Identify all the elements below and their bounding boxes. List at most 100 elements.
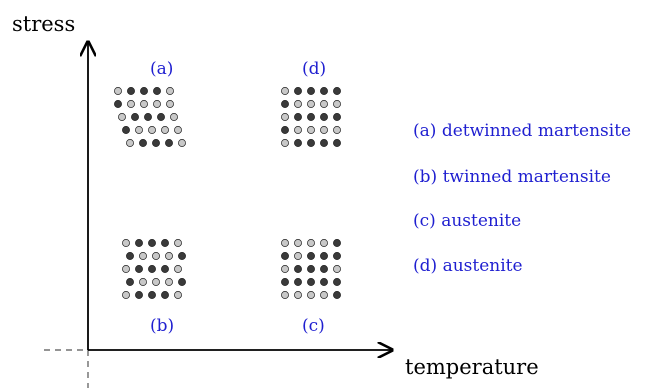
legend-text: twinned martensite (442, 167, 611, 187)
atom-dark (157, 113, 165, 121)
atom-light (148, 126, 156, 134)
atom-light (166, 100, 174, 108)
atom-light (333, 265, 341, 273)
legend-item-b: (b) twinned martensite (413, 169, 611, 186)
atom-dark (144, 113, 152, 121)
atom-dark (333, 278, 341, 286)
atom-dark (294, 113, 302, 121)
atom-light (307, 291, 315, 299)
atom-light (281, 291, 289, 299)
panel-label-c: (c) (302, 316, 325, 336)
atom-light (127, 100, 135, 108)
atom-dark (294, 265, 302, 273)
x-axis-label: temperature (405, 355, 539, 379)
legend-text: austenite (442, 256, 523, 276)
atom-light (178, 139, 186, 147)
atom-dark (307, 265, 315, 273)
atom-dark (122, 126, 130, 134)
atom-light (174, 291, 182, 299)
atom-light (333, 126, 341, 134)
atom-light (294, 126, 302, 134)
atom-dark (135, 239, 143, 247)
atom-dark (281, 252, 289, 260)
atom-dark (178, 252, 186, 260)
lattice-b (122, 239, 186, 299)
atom-light (174, 239, 182, 247)
atom-dark (294, 87, 302, 95)
atom-dark (127, 87, 135, 95)
lattice-layer (114, 87, 341, 299)
atom-light (140, 100, 148, 108)
atom-dark (153, 87, 161, 95)
legend-key: (b) (413, 167, 438, 187)
atom-light (153, 100, 161, 108)
atom-light (161, 126, 169, 134)
atom-light (320, 100, 328, 108)
atom-dark (320, 265, 328, 273)
atom-dark (333, 87, 341, 95)
atom-light (281, 239, 289, 247)
atom-dark (140, 87, 148, 95)
atom-dark (333, 139, 341, 147)
atom-light (152, 252, 160, 260)
atom-light (333, 100, 341, 108)
legend-text: austenite (441, 211, 522, 231)
atom-dark (161, 291, 169, 299)
atom-light (294, 100, 302, 108)
atom-light (139, 252, 147, 260)
atom-dark (294, 139, 302, 147)
atom-light (281, 87, 289, 95)
atom-dark (139, 139, 147, 147)
atom-dark (135, 291, 143, 299)
atom-light (320, 239, 328, 247)
atom-light (166, 87, 174, 95)
atom-light (122, 291, 130, 299)
atom-light (294, 291, 302, 299)
legend-item-a: (a) detwinned martensite (413, 123, 631, 140)
atom-dark (114, 100, 122, 108)
atom-light (152, 278, 160, 286)
atom-dark (135, 265, 143, 273)
atom-light (114, 87, 122, 95)
atom-dark (148, 291, 156, 299)
atom-dark (165, 139, 173, 147)
lattice-d_top (281, 87, 341, 147)
atom-light (281, 113, 289, 121)
atom-dark (333, 291, 341, 299)
panel-label-b: (b) (150, 316, 175, 336)
atom-dark (126, 278, 134, 286)
atom-light (126, 139, 134, 147)
atom-light (118, 113, 126, 121)
atom-light (294, 239, 302, 247)
atom-dark (161, 265, 169, 273)
atom-light (307, 126, 315, 134)
atom-dark (307, 252, 315, 260)
atom-light (122, 239, 130, 247)
atom-light (320, 126, 328, 134)
atom-light (307, 239, 315, 247)
atom-dark (148, 239, 156, 247)
atom-light (139, 278, 147, 286)
atom-light (170, 113, 178, 121)
atom-dark (320, 252, 328, 260)
legend-key: (c) (413, 211, 436, 231)
atom-light (135, 126, 143, 134)
legend-key: (a) (413, 121, 437, 141)
atom-dark (178, 278, 186, 286)
atom-light (320, 291, 328, 299)
atom-dark (320, 278, 328, 286)
atom-light (281, 139, 289, 147)
lattice-a (114, 87, 186, 147)
atom-dark (307, 113, 315, 121)
atom-light (174, 126, 182, 134)
atom-light (294, 252, 302, 260)
atom-dark (320, 87, 328, 95)
atom-light (174, 265, 182, 273)
legend-text: detwinned martensite (441, 121, 632, 141)
atom-dark (333, 252, 341, 260)
atom-dark (131, 113, 139, 121)
atom-light (165, 278, 173, 286)
y-axis-label: stress (12, 12, 76, 36)
